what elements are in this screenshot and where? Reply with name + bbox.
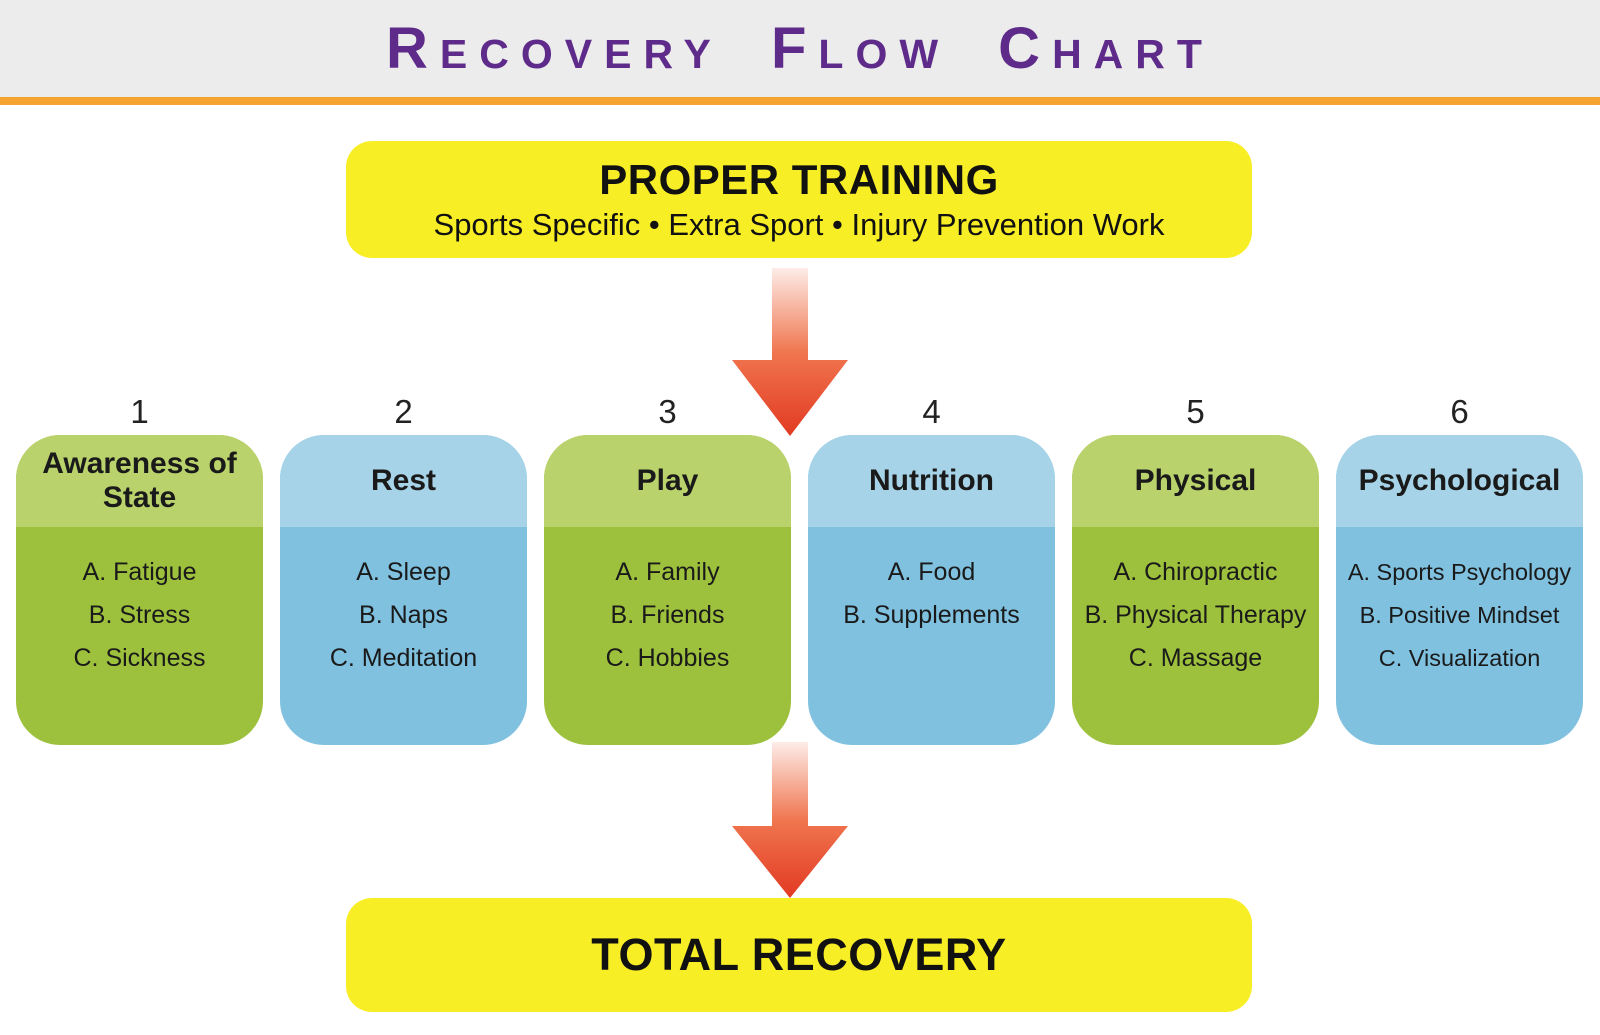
total-recovery-title: TOTAL RECOVERY — [591, 929, 1007, 980]
down-arrow-icon — [732, 268, 848, 436]
down-arrow-icon — [730, 742, 850, 900]
column-number: 6 — [1450, 393, 1469, 430]
column-play: 3 Play A. Family B. Friends C. Hobbies — [544, 390, 791, 745]
card-item: B. Stress — [88, 601, 191, 629]
column-number: 4 — [922, 393, 941, 430]
page-title: Recovery Flow Chart — [386, 16, 1214, 81]
card-items: A. Sleep B. Naps C. Meditation — [280, 527, 527, 680]
card-title: Rest — [280, 435, 527, 527]
card-title: Play — [544, 435, 791, 527]
card-item: A. Food — [887, 558, 976, 586]
column-number: 2 — [394, 393, 413, 430]
card-item: B. Positive Mindset — [1359, 602, 1560, 628]
column-rest: 2 Rest A. Sleep B. Naps C. Meditation — [280, 390, 527, 745]
card-item: B. Physical Therapy — [1084, 601, 1307, 629]
card-items: A. Chiropractic B. Physical Therapy C. M… — [1072, 527, 1319, 680]
card-nutrition: Nutrition A. Food B. Supplements — [808, 435, 1055, 745]
column-physical: 5 Physical A. Chiropractic B. Physical T… — [1072, 390, 1319, 745]
card-play: Play A. Family B. Friends C. Hobbies — [544, 435, 791, 745]
card-item: C. Meditation — [329, 644, 478, 672]
card-rest: Rest A. Sleep B. Naps C. Meditation — [280, 435, 527, 745]
card-title: Psychological — [1336, 435, 1583, 527]
card-items: A. Family B. Friends C. Hobbies — [544, 527, 791, 680]
page-header: Recovery Flow Chart — [0, 0, 1600, 97]
card-items: A. Sports Psychology B. Positive Mindset… — [1336, 527, 1583, 680]
card-item: C. Visualization — [1378, 645, 1541, 671]
column-number: 3 — [658, 393, 677, 430]
card-item: C. Massage — [1128, 644, 1263, 672]
card-psychological: Psychological A. Sports Psychology B. Po… — [1336, 435, 1583, 745]
down-arrow-icon — [732, 742, 848, 898]
card-item: C. Hobbies — [605, 644, 730, 672]
card-items: A. Fatigue B. Stress C. Sickness — [16, 527, 263, 680]
card-item: A. Family — [615, 558, 720, 586]
proper-training-title: PROPER TRAINING — [599, 156, 999, 203]
card-title: Physical — [1072, 435, 1319, 527]
card-item: A. Chiropractic — [1113, 558, 1278, 586]
card-item: A. Sleep — [356, 558, 451, 586]
card-item: B. Naps — [359, 601, 448, 629]
proper-training-subtitle: Sports Specific • Extra Sport • Injury P… — [433, 207, 1165, 242]
total-recovery-box: TOTAL RECOVERY — [346, 898, 1252, 1012]
column-number: 5 — [1186, 393, 1205, 430]
down-arrow-icon — [730, 268, 850, 438]
column-psychological: 6 Psychological A. Sports Psychology B. … — [1336, 390, 1583, 745]
card-item: B. Friends — [610, 601, 725, 629]
recovery-columns: 1 Awareness of State A. Fatigue B. Stres… — [16, 390, 1583, 745]
card-title: Awareness of State — [16, 435, 263, 527]
card-item: B. Supplements — [843, 601, 1020, 629]
proper-training-box: PROPER TRAINING Sports Specific • Extra … — [346, 141, 1252, 258]
card-items: A. Food B. Supplements — [808, 527, 1055, 637]
card-title: Nutrition — [808, 435, 1055, 527]
column-nutrition: 4 Nutrition A. Food B. Supplements — [808, 390, 1055, 745]
card-physical: Physical A. Chiropractic B. Physical The… — [1072, 435, 1319, 745]
column-number: 1 — [130, 393, 149, 430]
card-item: A. Sports Psychology — [1347, 559, 1572, 585]
column-awareness-of-state: 1 Awareness of State A. Fatigue B. Stres… — [16, 390, 263, 745]
card-item: C. Sickness — [73, 644, 206, 672]
card-item: A. Fatigue — [82, 558, 197, 586]
orange-divider — [0, 97, 1600, 105]
card-awareness-of-state: Awareness of State A. Fatigue B. Stress … — [16, 435, 263, 745]
